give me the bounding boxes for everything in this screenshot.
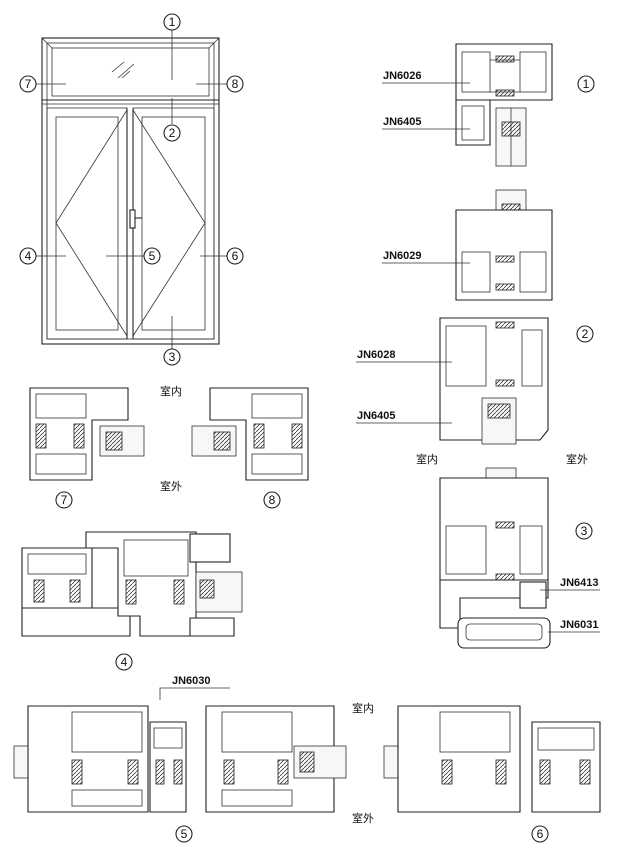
callout-1: 1 [163, 13, 181, 80]
jn6030-profile [149, 721, 187, 813]
label-jn6413: JN6413 [560, 577, 599, 589]
outer-frame [41, 37, 220, 345]
svg-text:4: 4 [25, 249, 32, 263]
frame-profile-6 [531, 721, 601, 813]
section-6: 6 [383, 705, 601, 843]
jn6031-profile [457, 617, 551, 649]
callout-8: 8 [196, 75, 244, 93]
label-interior-s2: 室内 [416, 452, 438, 466]
svg-text:3: 3 [169, 350, 176, 364]
section-number-4: 4 [121, 655, 128, 669]
leaf-profile-5-left [27, 705, 149, 813]
section-5: JN6030 5 [13, 675, 347, 843]
section-number-6: 6 [537, 827, 544, 841]
door-elevation: 1 2 3 4 5 6 7 [19, 13, 244, 366]
section-number-2: 2 [582, 327, 589, 341]
right-swing [132, 109, 206, 337]
right-leaf [132, 107, 215, 340]
callout-6: 6 [200, 247, 244, 265]
svg-text:8: 8 [232, 77, 239, 91]
callout-7: 7 [19, 75, 66, 93]
label-jn6031: JN6031 [560, 619, 599, 631]
section-1: JN6026 JN6405 1 [382, 43, 595, 167]
callout-3: 3 [163, 316, 181, 366]
label-jn6030: JN6030 [172, 675, 211, 687]
svg-text:1: 1 [169, 15, 176, 29]
section-number-1: 1 [583, 77, 590, 91]
jn6413-profile [519, 581, 547, 609]
jn6029-profile [455, 209, 553, 301]
callout-2: 2 [163, 98, 181, 142]
section-3: JN6413 JN6031 3 [439, 467, 600, 649]
svg-text:5: 5 [149, 249, 156, 263]
section-number-3: 3 [581, 524, 588, 538]
section-8: 8 [191, 387, 309, 509]
svg-text:6: 6 [232, 249, 239, 263]
label-interior-s5: 室内 [352, 701, 374, 715]
inner-frame [46, 42, 215, 340]
label-jn6028: JN6028 [357, 349, 396, 361]
left-leaf [46, 107, 128, 340]
svg-text:2: 2 [169, 126, 176, 140]
section-7: 7 [29, 387, 145, 509]
left-swing [55, 109, 128, 337]
label-exterior-s2: 室外 [566, 452, 588, 466]
section-number-5: 5 [181, 827, 188, 841]
section-2: JN6029 JN6028 JN6405 室内 室外 2 [356, 189, 594, 466]
leaf-profile-5-right [205, 705, 335, 813]
label-jn6405-2: JN6405 [357, 410, 396, 422]
label-jn6026: JN6026 [383, 70, 422, 82]
section-number-7: 7 [61, 493, 68, 507]
callout-5: 5 [106, 247, 161, 265]
leaf-profile-4 [85, 531, 197, 637]
leaf-sill-profile [439, 477, 549, 581]
label-exterior-s7: 室外 [160, 479, 182, 493]
callout-4: 4 [19, 247, 66, 265]
section-number-8: 8 [269, 493, 276, 507]
leaf-profile-6 [397, 705, 521, 813]
jn6026-profile [455, 43, 553, 101]
label-interior-s7: 室内 [160, 384, 182, 398]
svg-text:7: 7 [25, 77, 32, 91]
door-handle [129, 209, 136, 229]
glass-mark [111, 61, 125, 73]
transom-light [51, 47, 210, 97]
jn6405-profile [455, 99, 491, 146]
thermal-strip [495, 55, 515, 63]
label-exterior-s5: 室外 [352, 811, 374, 825]
label-jn6405-1: JN6405 [383, 116, 422, 128]
label-jn6029: JN6029 [383, 250, 422, 262]
jn6028-profile [439, 317, 549, 441]
section-4: 4 [21, 531, 243, 671]
